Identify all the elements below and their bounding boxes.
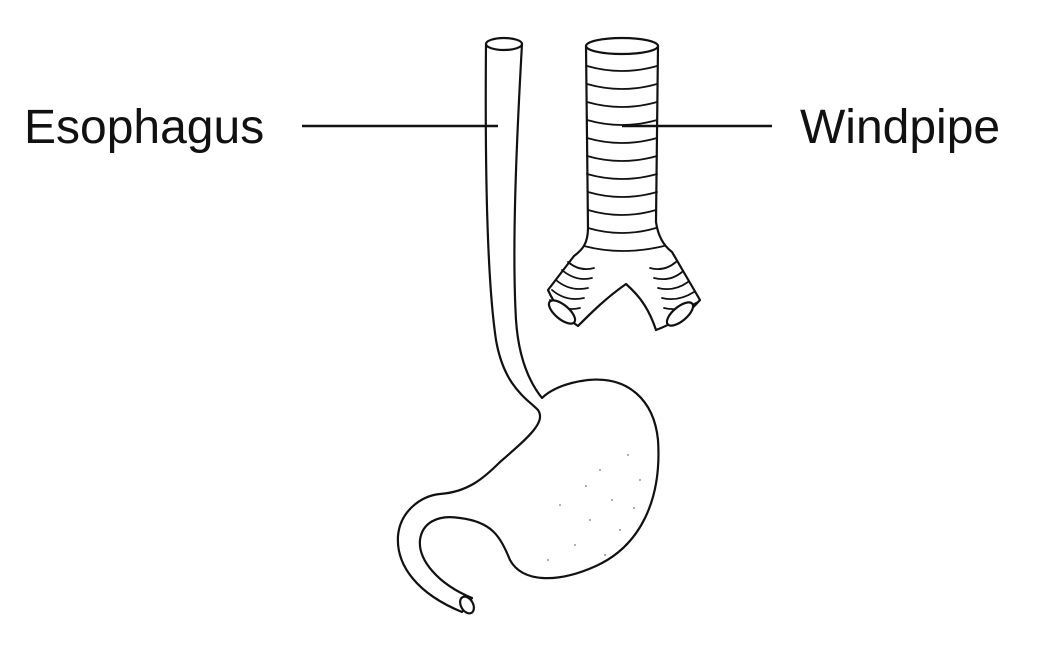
trachea-rings [583,65,665,252]
windpipe-illustration [546,36,702,332]
right-bronchus-opening [665,301,695,327]
esophagus-label: Esophagus [24,101,265,154]
stomach-shading [547,454,641,561]
stomach-cut-end [459,595,475,615]
trachea-outline [546,44,702,332]
trachea-top-opening [584,36,660,56]
windpipe-label: Windpipe [800,101,1001,154]
right-bronchus-rings [649,261,699,311]
left-bronchus-opening [547,299,577,325]
stomach-outline [396,42,660,614]
esophagus-top-opening [484,36,524,52]
esophagus-and-stomach-illustration [396,36,660,615]
